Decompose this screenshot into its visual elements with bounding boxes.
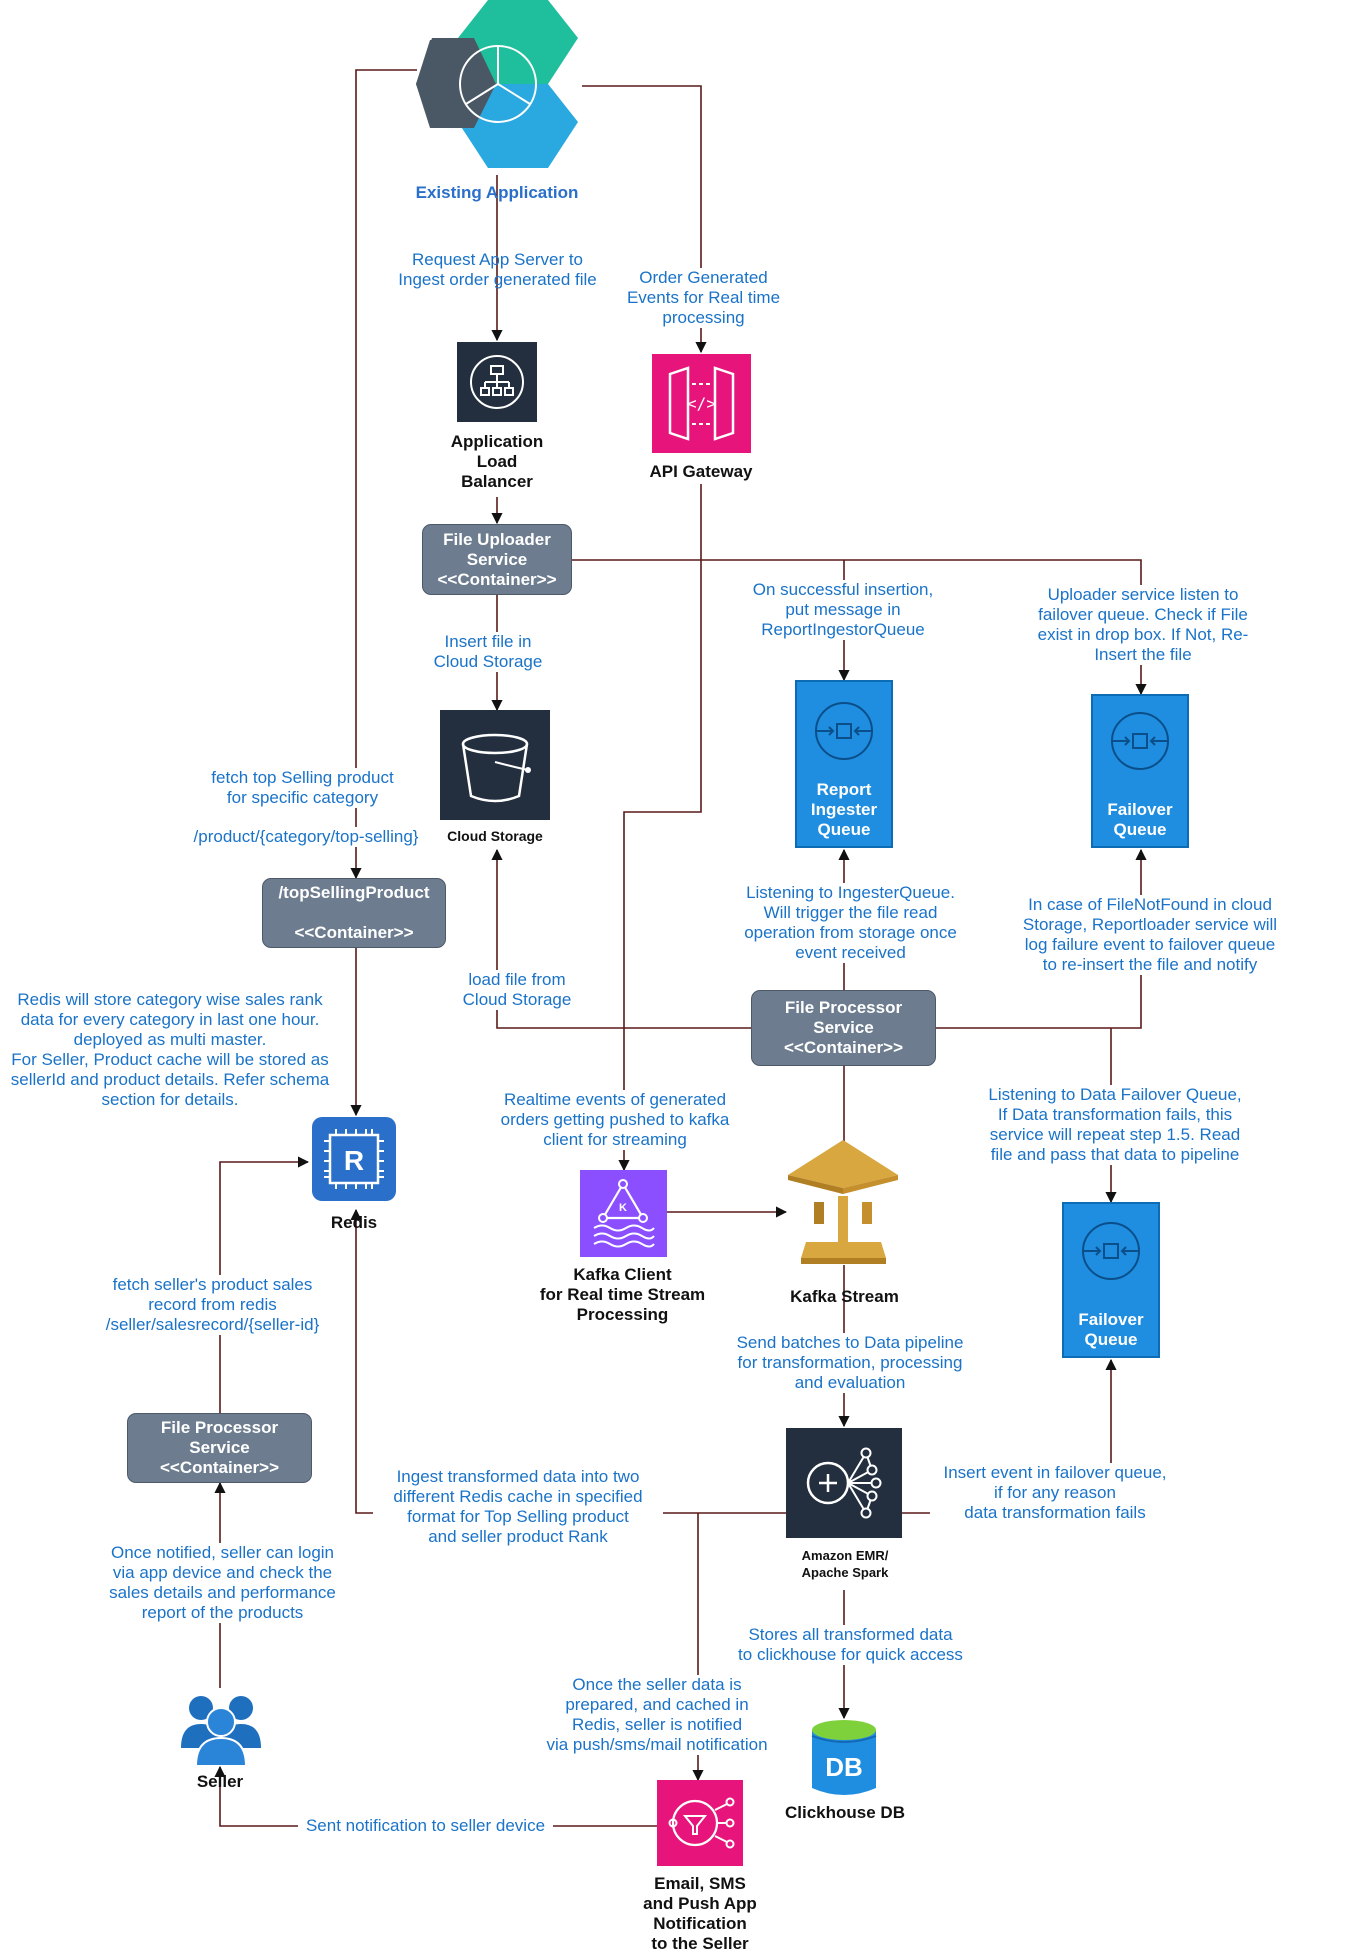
file-uploader-service[interactable]: File Uploader Service <<Container>>: [422, 524, 572, 595]
once-notified-label: Once notified, seller can login via app …: [100, 1543, 345, 1623]
top-selling-path-label: /product/{category/top-selling}: [176, 827, 436, 847]
file-processor-service-seller[interactable]: File Processor Service <<Container>>: [127, 1413, 312, 1483]
sns-icon: [668, 1797, 735, 1849]
realtime-events-label: Realtime events of generated orders gett…: [490, 1090, 740, 1150]
kafka-client-node[interactable]: K: [580, 1170, 667, 1257]
api-gateway-label: API Gateway: [649, 462, 753, 481]
cloud-storage-node[interactable]: [440, 710, 550, 820]
top-selling-product-service[interactable]: /topSellingProduct <<Container>>: [262, 878, 446, 948]
kafka-stream-node[interactable]: [786, 1140, 901, 1265]
report-ingester-queue[interactable]: Report Ingester Queue: [795, 680, 893, 848]
file-processor-service-main[interactable]: File Processor Service <<Container>>: [751, 990, 936, 1066]
kafka-stream-label: Kafka Stream: [790, 1287, 899, 1306]
uploader-listen-label: Uploader service listen to failover queu…: [1023, 585, 1263, 665]
sent-notification-label: Sent notification to seller device: [298, 1816, 553, 1836]
notification-label: Email, SMS and Push App Notification to …: [643, 1874, 757, 1953]
failover-queue-top[interactable]: Failover Queue: [1091, 694, 1189, 848]
request-app-server-label: Request App Server to Ingest order gener…: [398, 250, 597, 289]
clickhouse-label: Clickhouse DB: [785, 1803, 905, 1822]
svg-text:</>: </>: [687, 394, 716, 413]
redis-label: Redis: [330, 1213, 378, 1232]
svg-text:K: K: [619, 1202, 627, 1214]
report-queue-label: Report Ingester Queue: [810, 780, 878, 839]
existing-application-node[interactable]: [410, 0, 585, 175]
svg-text:DB: DB: [825, 1752, 863, 1782]
emr-label: Amazon EMR/ Apache Spark: [801, 1548, 889, 1580]
insert-cloud-label: Insert file in Cloud Storage: [418, 632, 558, 672]
amazon-emr-node[interactable]: [786, 1428, 902, 1538]
kafka-client-label: Kafka Client for Real time Stream Proces…: [539, 1265, 706, 1324]
seller-node[interactable]: [176, 1688, 266, 1767]
failover-queue-top-label: Failover Queue: [1107, 800, 1173, 839]
listening-data-failover-label: Listening to Data Failover Queue, If Dat…: [975, 1085, 1255, 1165]
stores-transformed-label: Stores all transformed data to clickhous…: [728, 1625, 973, 1665]
successful-insertion-label: On successful insertion, put message in …: [728, 580, 958, 640]
load-file-label: load file from Cloud Storage: [447, 970, 587, 1010]
fetch-top-selling-label: fetch top Selling product for specific c…: [180, 768, 425, 808]
ingest-transformed-label: Ingest transformed data into two differe…: [373, 1467, 663, 1547]
failover-queue-bottom-label: Failover Queue: [1078, 1310, 1144, 1349]
redis-chip-icon: R: [312, 1117, 396, 1201]
emr-cluster-icon: [806, 1447, 882, 1519]
insert-failover-label: Insert event in failover queue, if for a…: [930, 1463, 1180, 1523]
listening-ingester-label: Listening to IngesterQueue. Will trigger…: [728, 883, 973, 963]
api-gateway-icon: </>: [668, 366, 735, 441]
hexagon-logo-icon: [416, 0, 578, 168]
cloud-storage-label: Cloud Storage: [447, 828, 543, 844]
seller-prepared-label: Once the seller data is prepared, and ca…: [537, 1675, 777, 1755]
existing-application-label: Existing Application: [415, 183, 579, 202]
queue-icon: [1111, 712, 1169, 770]
kinesis-stream-icon: [788, 1140, 898, 1264]
clickhouse-db-node[interactable]: DB: [810, 1718, 878, 1800]
queue-icon: [815, 702, 873, 760]
users-icon: [181, 1696, 261, 1767]
send-batches-label: Send batches to Data pipeline for transf…: [730, 1333, 970, 1393]
redis-note-label: Redis will store category wise sales ran…: [10, 990, 330, 1109]
bucket-icon: [461, 733, 531, 803]
svg-text:R: R: [344, 1145, 364, 1176]
redis-node[interactable]: R: [310, 1115, 398, 1203]
api-gateway-node[interactable]: </>: [652, 354, 751, 453]
alb-label: Application Load Balancer: [450, 432, 544, 491]
queue-icon: [1082, 1222, 1140, 1280]
fetch-seller-label: fetch seller's product sales record from…: [85, 1275, 340, 1335]
seller-label: Seller: [196, 1772, 244, 1791]
load-balancer-icon: [470, 355, 524, 409]
database-icon: DB: [811, 1720, 877, 1795]
application-load-balancer-node[interactable]: [457, 342, 537, 422]
notification-node[interactable]: [657, 1780, 743, 1866]
failover-queue-bottom[interactable]: Failover Queue: [1062, 1202, 1160, 1358]
file-not-found-label: In case of FileNotFound in cloud Storage…: [1005, 895, 1295, 975]
order-events-label: Order Generated Events for Real time pro…: [596, 268, 811, 328]
kafka-msk-icon: K: [593, 1179, 655, 1248]
